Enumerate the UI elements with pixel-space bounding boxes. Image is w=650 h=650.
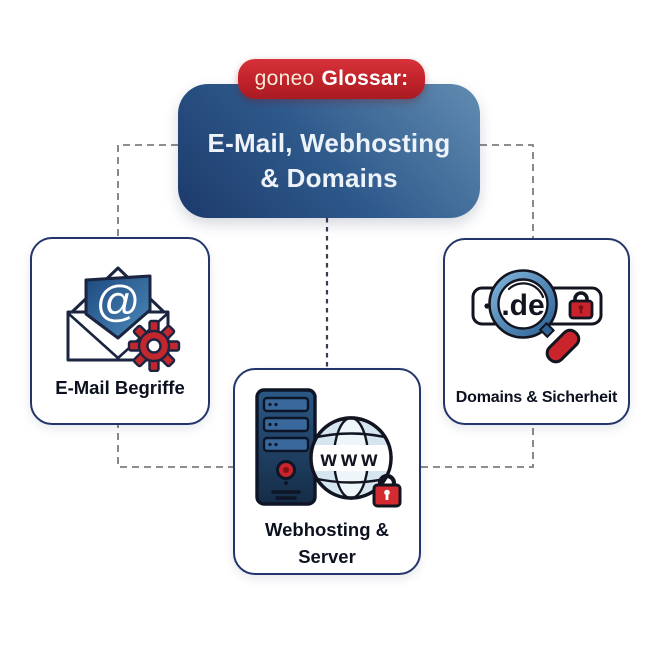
- card-domains[interactable]: .de Domains & Sicherheit: [443, 238, 630, 425]
- magnifier-icon: .de: [487, 269, 580, 364]
- globe-band: [311, 445, 391, 471]
- envelope-letter: [84, 274, 152, 340]
- card-webhosting-title-line1: Webhosting &: [264, 519, 389, 540]
- brand-logo-text: goneo: [254, 67, 315, 90]
- domain-label: .de: [501, 289, 544, 322]
- magnifier-collar: [538, 321, 555, 339]
- lens-glare-arc: [507, 282, 544, 299]
- card-webhosting[interactable]: www Webhosting & Server: [233, 368, 421, 575]
- magnifier-handle: [545, 328, 580, 364]
- connector-right: [421, 144, 534, 468]
- domain-search-lock-icon: .de: [471, 269, 602, 364]
- www-label: www: [319, 448, 381, 471]
- header-title-line2: & Domains: [260, 163, 398, 193]
- card-email-title: E-Mail Begriffe: [55, 377, 185, 398]
- card-email[interactable]: @ E-Mail Begriffe: [30, 237, 210, 425]
- card-webhosting-title-line2: Server: [298, 546, 356, 567]
- server-tower-icon: [255, 388, 317, 506]
- padlock-icon: [568, 291, 593, 320]
- header-box: E-Mail, Webhosting & Domains: [178, 84, 480, 218]
- at-symbol: @: [96, 277, 141, 326]
- badge-label: Glossar:: [321, 67, 409, 90]
- server-globe-lock-icon: www: [255, 388, 402, 508]
- card-domains-title: Domains & Sicherheit: [455, 389, 618, 406]
- email-envelope-icon: @: [66, 266, 181, 372]
- header-title-line1: E-Mail, Webhosting: [207, 128, 451, 158]
- globe-www-icon: www: [309, 416, 393, 500]
- glossar-badge: goneo Glossar:: [238, 59, 425, 99]
- padlock-icon: [372, 473, 402, 508]
- settings-gear-icon: [127, 319, 181, 372]
